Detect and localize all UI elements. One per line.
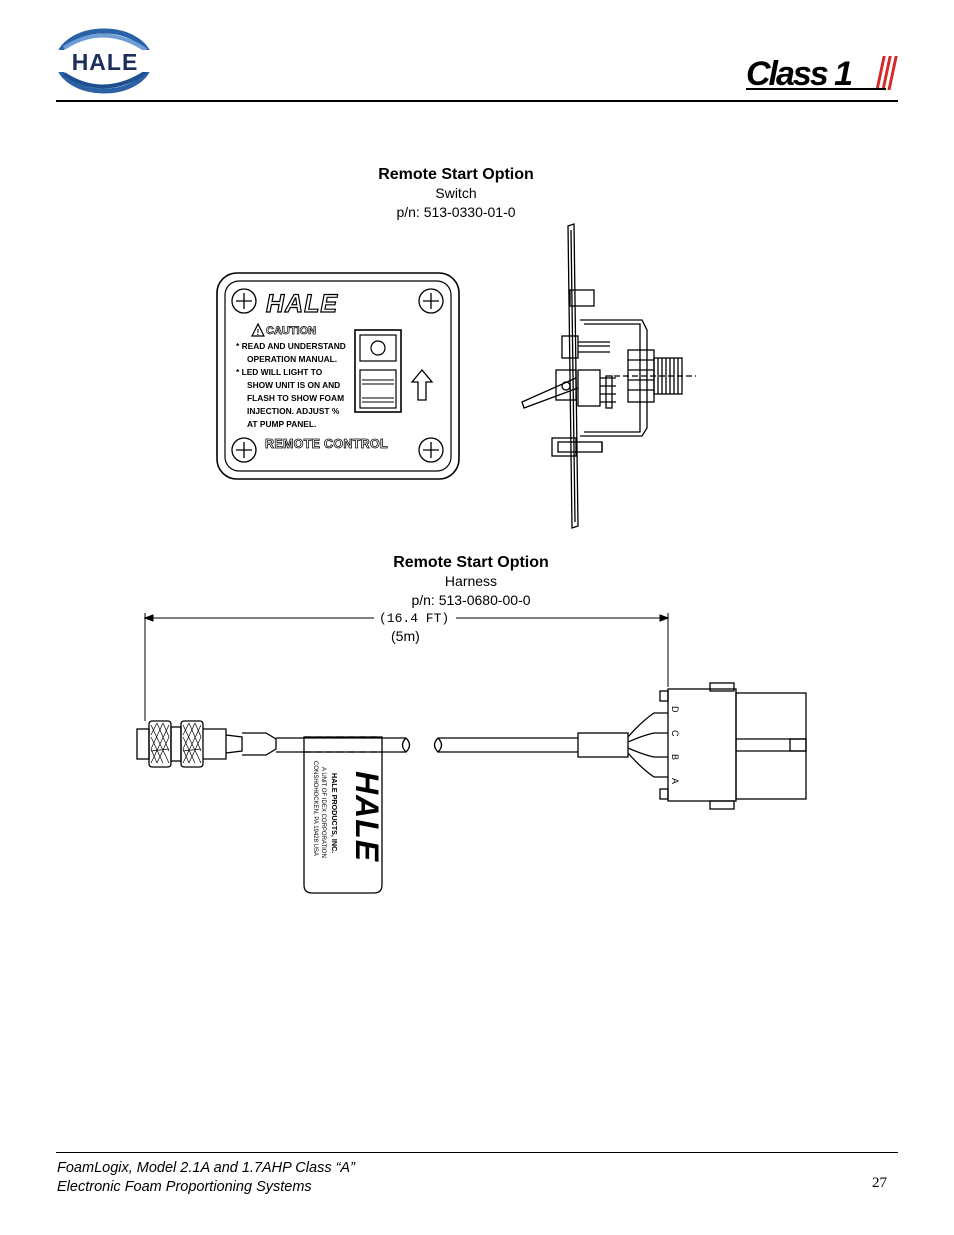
pin-label: B bbox=[670, 754, 680, 760]
knurled-nut-icon bbox=[150, 722, 202, 764]
harness-title: Remote Start Option bbox=[393, 554, 549, 571]
length-feet: (16.4 FT) bbox=[379, 611, 449, 626]
tag-address: CONSHOHOCKEN, PA 19428 USA bbox=[312, 761, 318, 856]
panel-footer-label: REMOTE CONTROL bbox=[265, 437, 388, 451]
class1-logo: Class 1 bbox=[744, 50, 900, 94]
dimension-line bbox=[143, 613, 670, 721]
tag-company: HALE PRODUCTS, INC. bbox=[330, 773, 339, 853]
length-meters: (5m) bbox=[391, 628, 420, 644]
class1-logo-text: Class 1 bbox=[746, 55, 852, 93]
header-rule bbox=[56, 100, 898, 102]
footer-line-2: Electronic Foam Proportioning Systems bbox=[57, 1179, 312, 1195]
switch-title: Remote Start Option bbox=[378, 166, 534, 183]
caution-line: SHOW UNIT IS ON AND bbox=[247, 380, 340, 390]
hale-logo: HALE bbox=[55, 28, 156, 94]
harness-subtitle: Harness bbox=[444, 573, 498, 589]
warning-triangle-icon: ! bbox=[251, 322, 265, 337]
page-number: 27 bbox=[872, 1175, 887, 1191]
pin-label: A bbox=[670, 778, 680, 784]
caution-line: * LED WILL LIGHT TO bbox=[236, 367, 323, 377]
switch-side-view bbox=[521, 223, 696, 529]
switch-part-number: p/n: 513-0330-01-0 bbox=[396, 204, 516, 220]
caution-heading: CAUTION bbox=[266, 325, 316, 337]
tag-brand: HALE bbox=[349, 771, 385, 863]
footer-line-1: FoamLogix, Model 2.1A and 1.7AHP Class “… bbox=[57, 1160, 355, 1176]
panel-brand: HALE bbox=[266, 290, 338, 318]
caution-line: AT PUMP PANEL. bbox=[247, 419, 316, 429]
caution-line: OPERATION MANUAL. bbox=[247, 354, 337, 364]
hale-logo-text: HALE bbox=[72, 49, 139, 75]
footer-title: FoamLogix, Model 2.1A and 1.7AHP Class “… bbox=[57, 1159, 355, 1197]
caution-line: INJECTION. ADJUST % bbox=[247, 406, 340, 416]
caution-line: FLASH TO SHOW FOAM bbox=[247, 393, 344, 403]
rocker-switch bbox=[354, 329, 402, 413]
tag-parent: A UNIT OF IDEX CORPORATION bbox=[320, 767, 326, 858]
arrow-up-icon bbox=[410, 368, 434, 401]
switch-caption: Remote Start Option Switch p/n: 513-0330… bbox=[356, 165, 556, 222]
pin-label: C bbox=[670, 730, 680, 737]
footer-rule bbox=[56, 1152, 898, 1153]
led-indicator-icon bbox=[370, 340, 386, 356]
svg-text:!: ! bbox=[257, 328, 260, 337]
harness-drawing: (16.4 FT) (5m) bbox=[136, 611, 807, 894]
caution-line: * READ AND UNDERSTAND bbox=[236, 341, 346, 351]
switch-subtitle: Switch bbox=[435, 185, 477, 201]
pin-label: D bbox=[670, 706, 680, 713]
harness-part-number: p/n: 513-0680-00-0 bbox=[411, 592, 531, 608]
harness-caption: Remote Start Option Harness p/n: 513-068… bbox=[371, 553, 571, 610]
screw-icon bbox=[231, 288, 444, 463]
switch-front-view: HALE ! CAUTION * READ AND UNDERSTAND OPE… bbox=[216, 272, 460, 480]
